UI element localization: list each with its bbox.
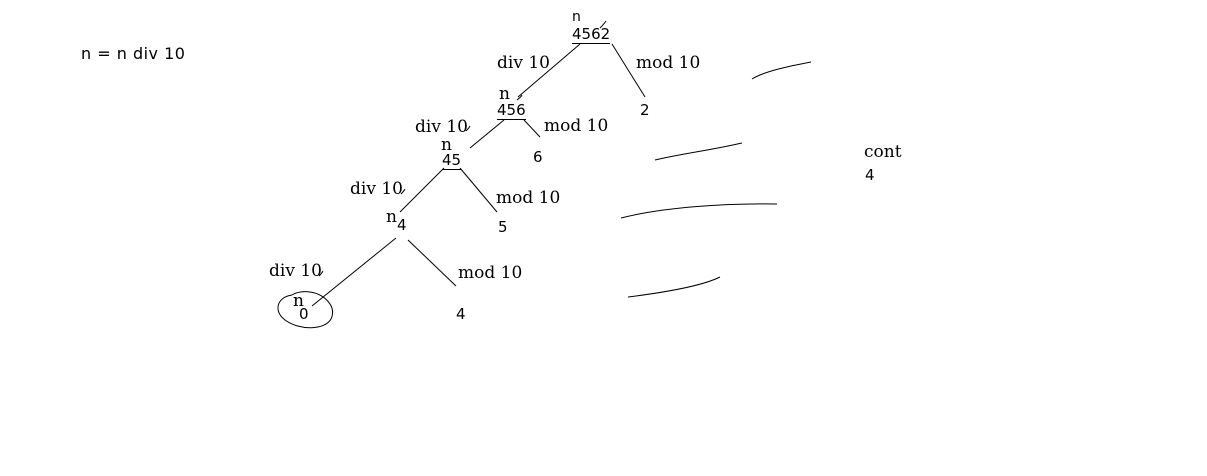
node-var-label: n [441,135,452,155]
edge-mod-3 [459,167,498,213]
edge-mod-1 [611,43,646,98]
edge-div-2 [469,119,505,149]
div-edge-label: div 10 [350,179,403,199]
final-node-circle [277,291,333,329]
node-value-l4: 0 [299,305,309,323]
div-edge-label: div 10 [497,53,550,73]
scribble-stroke [627,276,721,298]
node-var-label: n [386,207,397,227]
div-edge-label: div 10 [269,261,322,281]
div-edge-label: div 10 [415,117,468,137]
tick-mark [516,94,523,101]
node-value-l2: 45 [442,151,462,170]
tick-mark [400,188,406,195]
edge-mod-2 [523,119,541,138]
counter-label: cont [864,142,902,162]
node-var-label: n [293,291,304,311]
mod-edge-label: mod 10 [544,116,609,136]
node-value-root: 4562 [572,25,611,44]
edge-div-3 [399,167,445,213]
edge-div-4 [311,237,397,307]
edge-div-1 [517,43,581,98]
counter-value: 4 [865,166,875,184]
scribble-stroke [620,203,778,219]
remainder-value: 6 [533,148,543,166]
mod-edge-label: mod 10 [458,263,523,283]
node-value-l3: 4 [397,216,407,234]
mod-edge-label: mod 10 [496,188,561,208]
formula-text: n = n div 10 [81,44,186,63]
node-var-label: n [499,84,510,104]
tick-mark [599,20,607,29]
edge-mod-4 [407,239,457,287]
remainder-value: 5 [498,218,508,236]
tick-mark [318,270,324,277]
scribble-stroke [654,142,743,161]
node-var-label: n [572,9,581,25]
tick-mark [465,125,471,132]
node-value-l1: 456 [497,101,526,120]
remainder-value: 4 [456,305,466,323]
mod-edge-label: mod 10 [636,53,701,73]
remainder-value: 2 [640,101,650,119]
scribble-stroke [751,61,812,80]
